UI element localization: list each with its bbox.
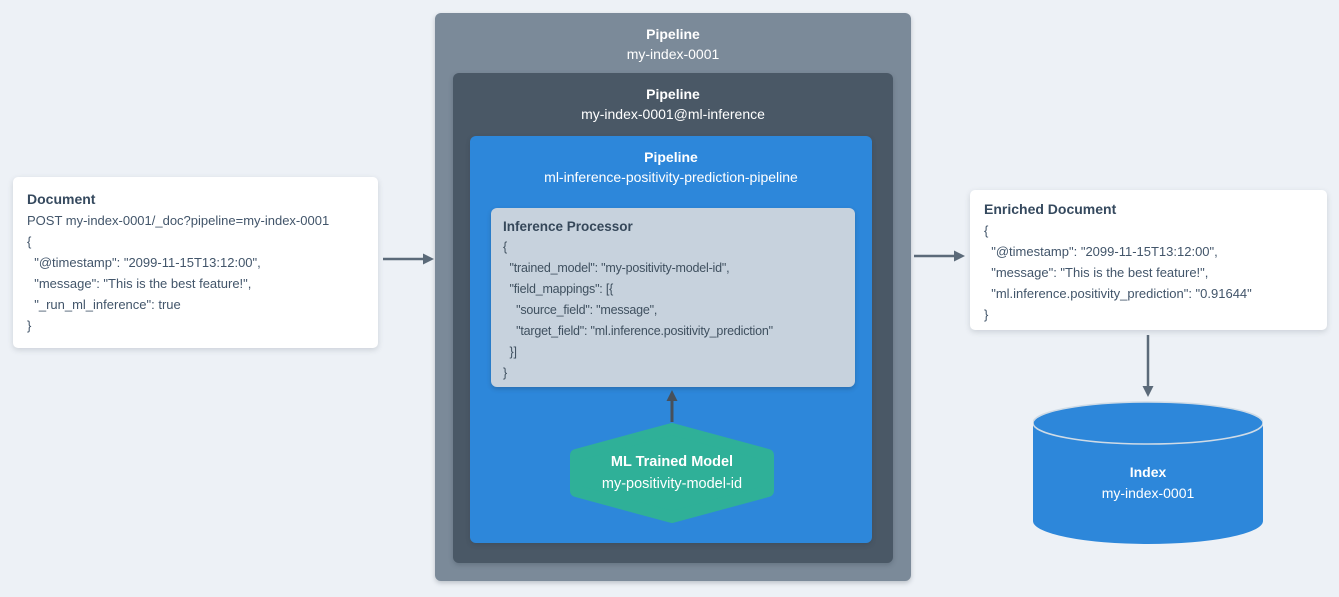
- index-label: Index: [1129, 464, 1167, 480]
- inference-processor-title: Inference Processor: [503, 219, 633, 234]
- outer-pipeline-container: Pipeline my-index-0001 Pipeline my-index…: [435, 13, 911, 581]
- hexagon-polygon: [570, 423, 774, 523]
- code-line: "trained_model": "my-positivity-model-id…: [503, 261, 730, 275]
- middle-pipeline-label: Pipeline: [646, 86, 700, 102]
- code-line: {: [503, 240, 507, 254]
- hexagon-shape-icon: [570, 423, 774, 523]
- cylinder-top: [1032, 401, 1264, 445]
- code-line: }: [27, 318, 32, 333]
- arrow-pipeline-to-enriched-icon: [914, 250, 965, 262]
- ml-trained-model-text: ML Trained Model my-positivity-model-id: [562, 451, 782, 495]
- arrow-document-to-pipeline-icon: [383, 253, 434, 265]
- middle-pipeline-name: my-index-0001@ml-inference: [581, 106, 765, 122]
- enriched-document-title: Enriched Document: [984, 201, 1117, 217]
- code-line: POST my-index-0001/_doc?pipeline=my-inde…: [27, 213, 330, 228]
- code-line: }]: [503, 345, 517, 359]
- inference-processor-card: Inference Processor { "trained_model": "…: [491, 208, 855, 387]
- inner-pipeline-name: ml-inference-positivity-prediction-pipel…: [544, 169, 798, 185]
- middle-pipeline-container: Pipeline my-index-0001@ml-inference Pipe…: [453, 73, 893, 563]
- outer-pipeline-label: Pipeline: [646, 26, 700, 42]
- outer-pipeline-name: my-index-0001: [626, 46, 720, 62]
- ml-trained-model-name: my-positivity-model-id: [601, 476, 743, 492]
- outer-pipeline-header: Pipeline my-index-0001: [435, 13, 911, 64]
- cylinder-shape-icon: [1032, 401, 1264, 544]
- inner-pipeline-label: Pipeline: [644, 149, 698, 165]
- arrow-enriched-to-index-icon: [1142, 335, 1154, 397]
- code-line: "@timestamp": "2099-11-15T13:12:00",: [984, 244, 1218, 259]
- code-line: "source_field": "message",: [503, 303, 658, 317]
- code-line: {: [984, 223, 989, 238]
- document-card-title: Document: [27, 191, 96, 207]
- inner-pipeline-header: Pipeline ml-inference-positivity-predict…: [470, 136, 872, 187]
- middle-pipeline-header: Pipeline my-index-0001@ml-inference: [453, 73, 893, 124]
- code-line: "@timestamp": "2099-11-15T13:12:00",: [27, 255, 261, 270]
- index-name: my-index-0001: [1101, 485, 1195, 501]
- arrow-model-to-processor-icon: [666, 390, 678, 422]
- inner-pipeline-container: Pipeline ml-inference-positivity-predict…: [470, 136, 872, 543]
- code-line: {: [27, 234, 32, 249]
- index-text: Index my-index-0001: [1033, 462, 1263, 504]
- code-line: "_run_ml_inference": true: [27, 297, 181, 312]
- enriched-document-card: Enriched Document { "@timestamp": "2099-…: [970, 190, 1327, 330]
- code-line: "message": "This is the best feature!",: [984, 265, 1209, 280]
- code-line: "ml.inference.positivity_prediction": "0…: [984, 286, 1252, 301]
- code-line: "target_field": "ml.inference.positivity…: [503, 324, 773, 338]
- code-line: "field_mappings": [{: [503, 282, 614, 296]
- code-line: "message": "This is the best feature!",: [27, 276, 252, 291]
- ml-trained-model-node: ML Trained Model my-positivity-model-id: [562, 423, 782, 523]
- document-card: Document POST my-index-0001/_doc?pipelin…: [13, 177, 378, 348]
- index-node: [1032, 400, 1264, 546]
- code-line: }: [984, 307, 989, 322]
- code-line: }: [503, 366, 507, 380]
- ml-trained-model-title: ML Trained Model: [610, 454, 734, 470]
